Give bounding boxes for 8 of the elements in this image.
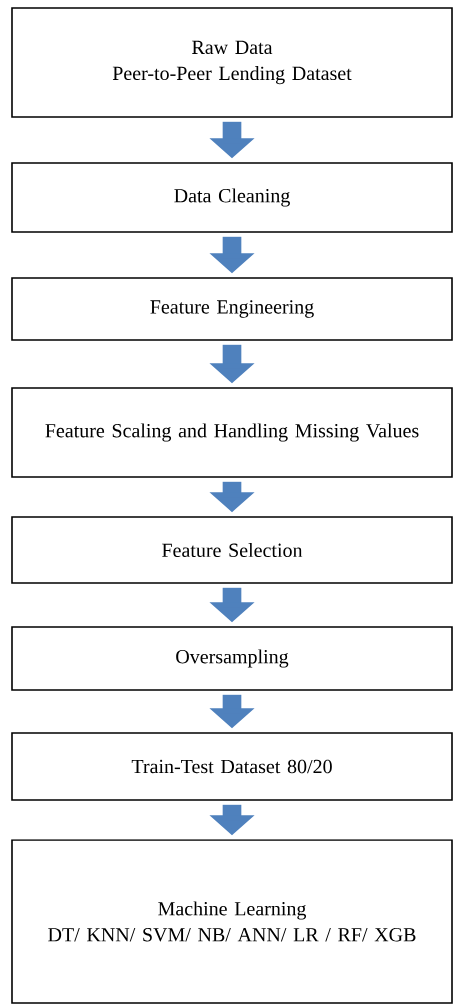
process-box: Oversampling bbox=[11, 626, 453, 691]
process-box: Data Cleaning bbox=[11, 162, 453, 233]
process-box: Feature Scaling and Handling Missing Values bbox=[11, 387, 453, 478]
process-box: Raw Data Peer-to-Peer Lending Dataset bbox=[11, 7, 453, 118]
process-box: Train-Test Dataset 80/20 bbox=[11, 732, 453, 801]
process-box: Feature Engineering bbox=[11, 277, 453, 341]
process-box: Machine Learning DT/ KNN/ SVM/ NB/ ANN/ LR / RF/ XGB bbox=[11, 839, 453, 1004]
process-box: Feature Selection bbox=[11, 516, 453, 584]
